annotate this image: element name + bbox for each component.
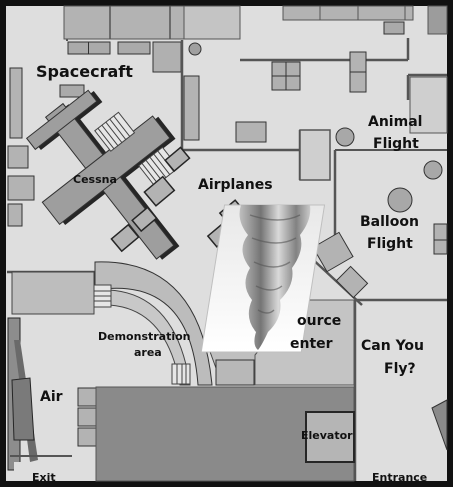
label-resource-2: enter	[290, 336, 333, 352]
label-entrance: Entrance	[372, 471, 427, 484]
entrance-corner	[431, 399, 448, 451]
label-can-you-fly-1: Can You	[361, 338, 424, 354]
label-airplanes: Airplanes	[198, 177, 273, 193]
center-top-blocks	[183, 21, 405, 181]
label-can-you-fly-2: Fly?	[384, 361, 416, 377]
label-animal-2: Flight	[373, 136, 419, 152]
label-elevator: Elevator	[301, 429, 353, 442]
label-balloon-2: Flight	[367, 236, 413, 252]
air-area	[7, 317, 97, 481]
top-wall-blocks	[63, 5, 448, 73]
left-upper-blocks	[7, 67, 85, 227]
label-resource-1: ource	[297, 313, 341, 329]
label-spacecraft: Spacecraft	[36, 62, 133, 81]
label-air: Air	[40, 389, 63, 405]
label-animal-1: Animal	[368, 114, 422, 130]
tornado-exhibit	[200, 204, 326, 353]
label-demonstration-2: area	[134, 346, 162, 359]
map-labels: Spacecraft Cessna Airplanes Animal Fligh…	[32, 62, 427, 484]
right-side-blocks	[312, 76, 448, 299]
label-exit: Exit	[32, 471, 56, 484]
label-balloon-1: Balloon	[360, 214, 419, 230]
airplanes-exhibit-blocks	[110, 146, 246, 253]
label-demonstration-1: Demonstration	[98, 330, 191, 343]
tornado-icon	[239, 205, 311, 350]
label-cessna: Cessna	[73, 173, 117, 186]
small-kiosk	[215, 359, 255, 386]
elevator-box	[305, 411, 355, 463]
